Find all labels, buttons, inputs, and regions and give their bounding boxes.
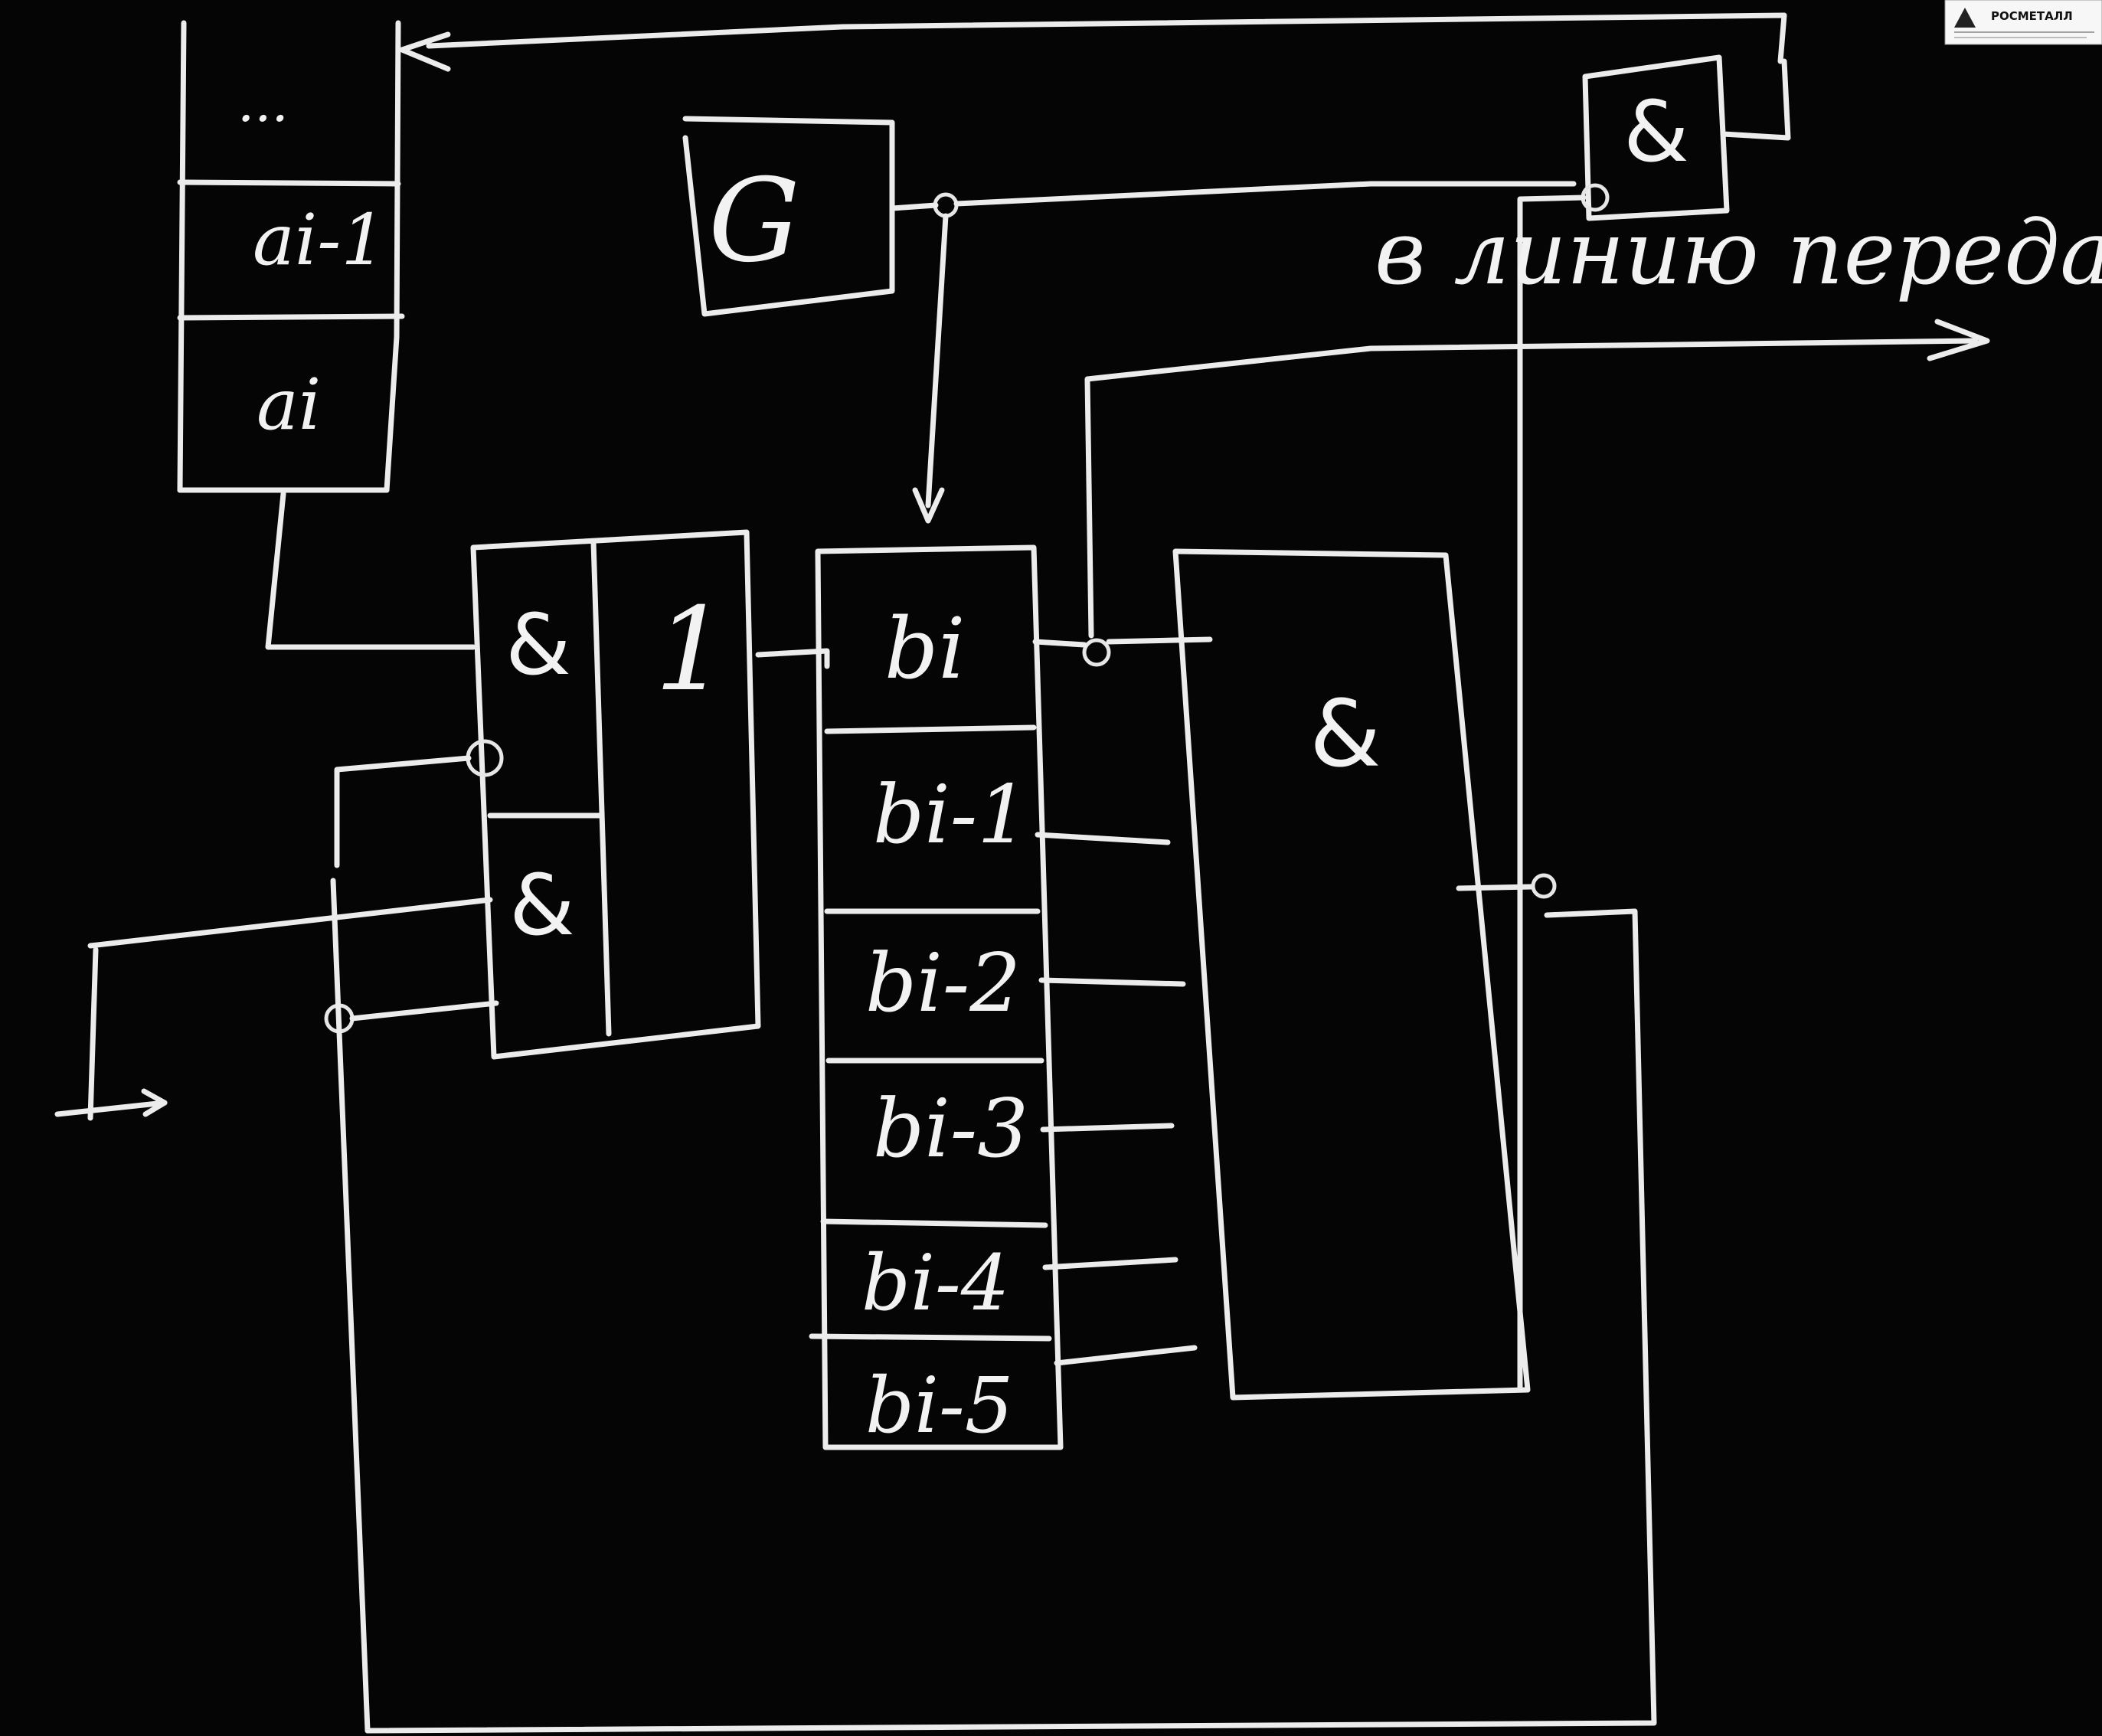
register-b-cell-2: bi-2 <box>865 937 1021 1030</box>
register-b-cell-5: bi-5 <box>865 1361 1013 1450</box>
register-a-divider-1 <box>177 179 401 187</box>
register-b-divider-4 <box>820 1218 1048 1228</box>
feedback-loop-bottom <box>364 908 1657 1734</box>
wire-to-and-lower-top <box>87 897 493 949</box>
generator-block: G <box>682 116 895 317</box>
shift-register-a: ... ai-1 ai <box>177 20 405 493</box>
generator-box <box>682 116 895 317</box>
output-arrowhead-icon <box>1927 319 1990 361</box>
logic-block-outline <box>470 529 761 1060</box>
output-caption: в линию передачи <box>1375 202 2102 305</box>
register-a-dots: ... <box>237 71 289 134</box>
register-b-cell-0: bi <box>884 600 966 698</box>
logic-block-divider <box>590 539 612 1037</box>
or-gate-symbol: 1 <box>655 584 727 717</box>
and-large-output-node-icon <box>1531 873 1557 899</box>
and-gate-top-right-box <box>1582 54 1730 221</box>
wire-bi2-to-and-large <box>1038 977 1186 987</box>
feedback-loop-right <box>1720 58 1791 141</box>
wire-bi-to-and-large <box>1106 636 1213 645</box>
and-gate-large-box <box>1172 548 1531 1401</box>
register-b-cell-1: bi-1 <box>873 768 1028 861</box>
feedback-vertical-left <box>330 878 371 1734</box>
brand-logo: РОСМЕТАЛЛ <box>1944 0 2102 45</box>
clock-bus-to-and-top <box>953 181 1577 207</box>
and-gate-lower-symbol: & <box>509 856 575 954</box>
logic-block: & & 1 <box>470 529 761 1060</box>
wire-inverter-input <box>334 755 472 868</box>
feedback-arrowhead-icon <box>399 31 451 72</box>
and-gate-upper-symbol: & <box>505 596 571 694</box>
and-gate-top-right-symbol: & <box>1623 83 1689 181</box>
register-a-cell-upper: ai-1 <box>253 199 386 281</box>
generator-label: G <box>708 155 800 288</box>
and-gate-large-symbol: & <box>1309 682 1381 788</box>
clock-line-down <box>925 213 949 508</box>
and-gate-top-right: & <box>1582 54 1730 221</box>
register-b: bi bi-1 bi-2 bi-3 bi-4 bi-5 <box>809 544 1064 1450</box>
register-b-cell-4: bi-4 <box>861 1238 1009 1328</box>
wire-and-large-out <box>1456 884 1535 891</box>
wire-to-and-lower-bottom <box>349 1000 499 1022</box>
feedback-line-top <box>426 12 1787 64</box>
wire-bi1-to-and-large <box>1035 832 1171 845</box>
bi-output-inverter-icon <box>1082 638 1111 667</box>
brand-logo-mark-icon <box>1954 8 1976 28</box>
and-gate-large: & <box>1172 548 1531 1401</box>
register-a-left-edge <box>177 20 187 493</box>
wire-left-vertical <box>87 946 99 1121</box>
brand-logo-name: РОСМЕТАЛЛ <box>1991 9 2073 23</box>
and-top-right-lower-input <box>1517 195 1587 1393</box>
register-b-divider-1 <box>824 724 1037 734</box>
input-arrowhead-icon <box>141 1088 168 1117</box>
wire-ai-to-and-upper <box>265 491 476 650</box>
register-b-outline <box>815 544 1064 1450</box>
register-a-divider-2 <box>177 313 405 321</box>
wire-bi-out <box>1032 639 1087 648</box>
output-line <box>1084 338 1979 639</box>
register-b-divider-5 <box>809 1333 1052 1342</box>
input-stub-left <box>54 1100 168 1117</box>
register-b-cell-3: bi-3 <box>873 1082 1028 1175</box>
wire-or-to-bi <box>755 648 830 669</box>
register-a-right-edge <box>384 20 401 493</box>
wire-bi3-to-and-large <box>1040 1123 1175 1133</box>
register-a-cell-lower: ai <box>257 364 321 446</box>
generator-output-stub <box>889 202 939 211</box>
wire-bi5-to-and-large <box>1054 1345 1198 1366</box>
clock-arrowhead-icon <box>912 487 945 524</box>
wire-bi4-to-and-large <box>1042 1257 1178 1270</box>
